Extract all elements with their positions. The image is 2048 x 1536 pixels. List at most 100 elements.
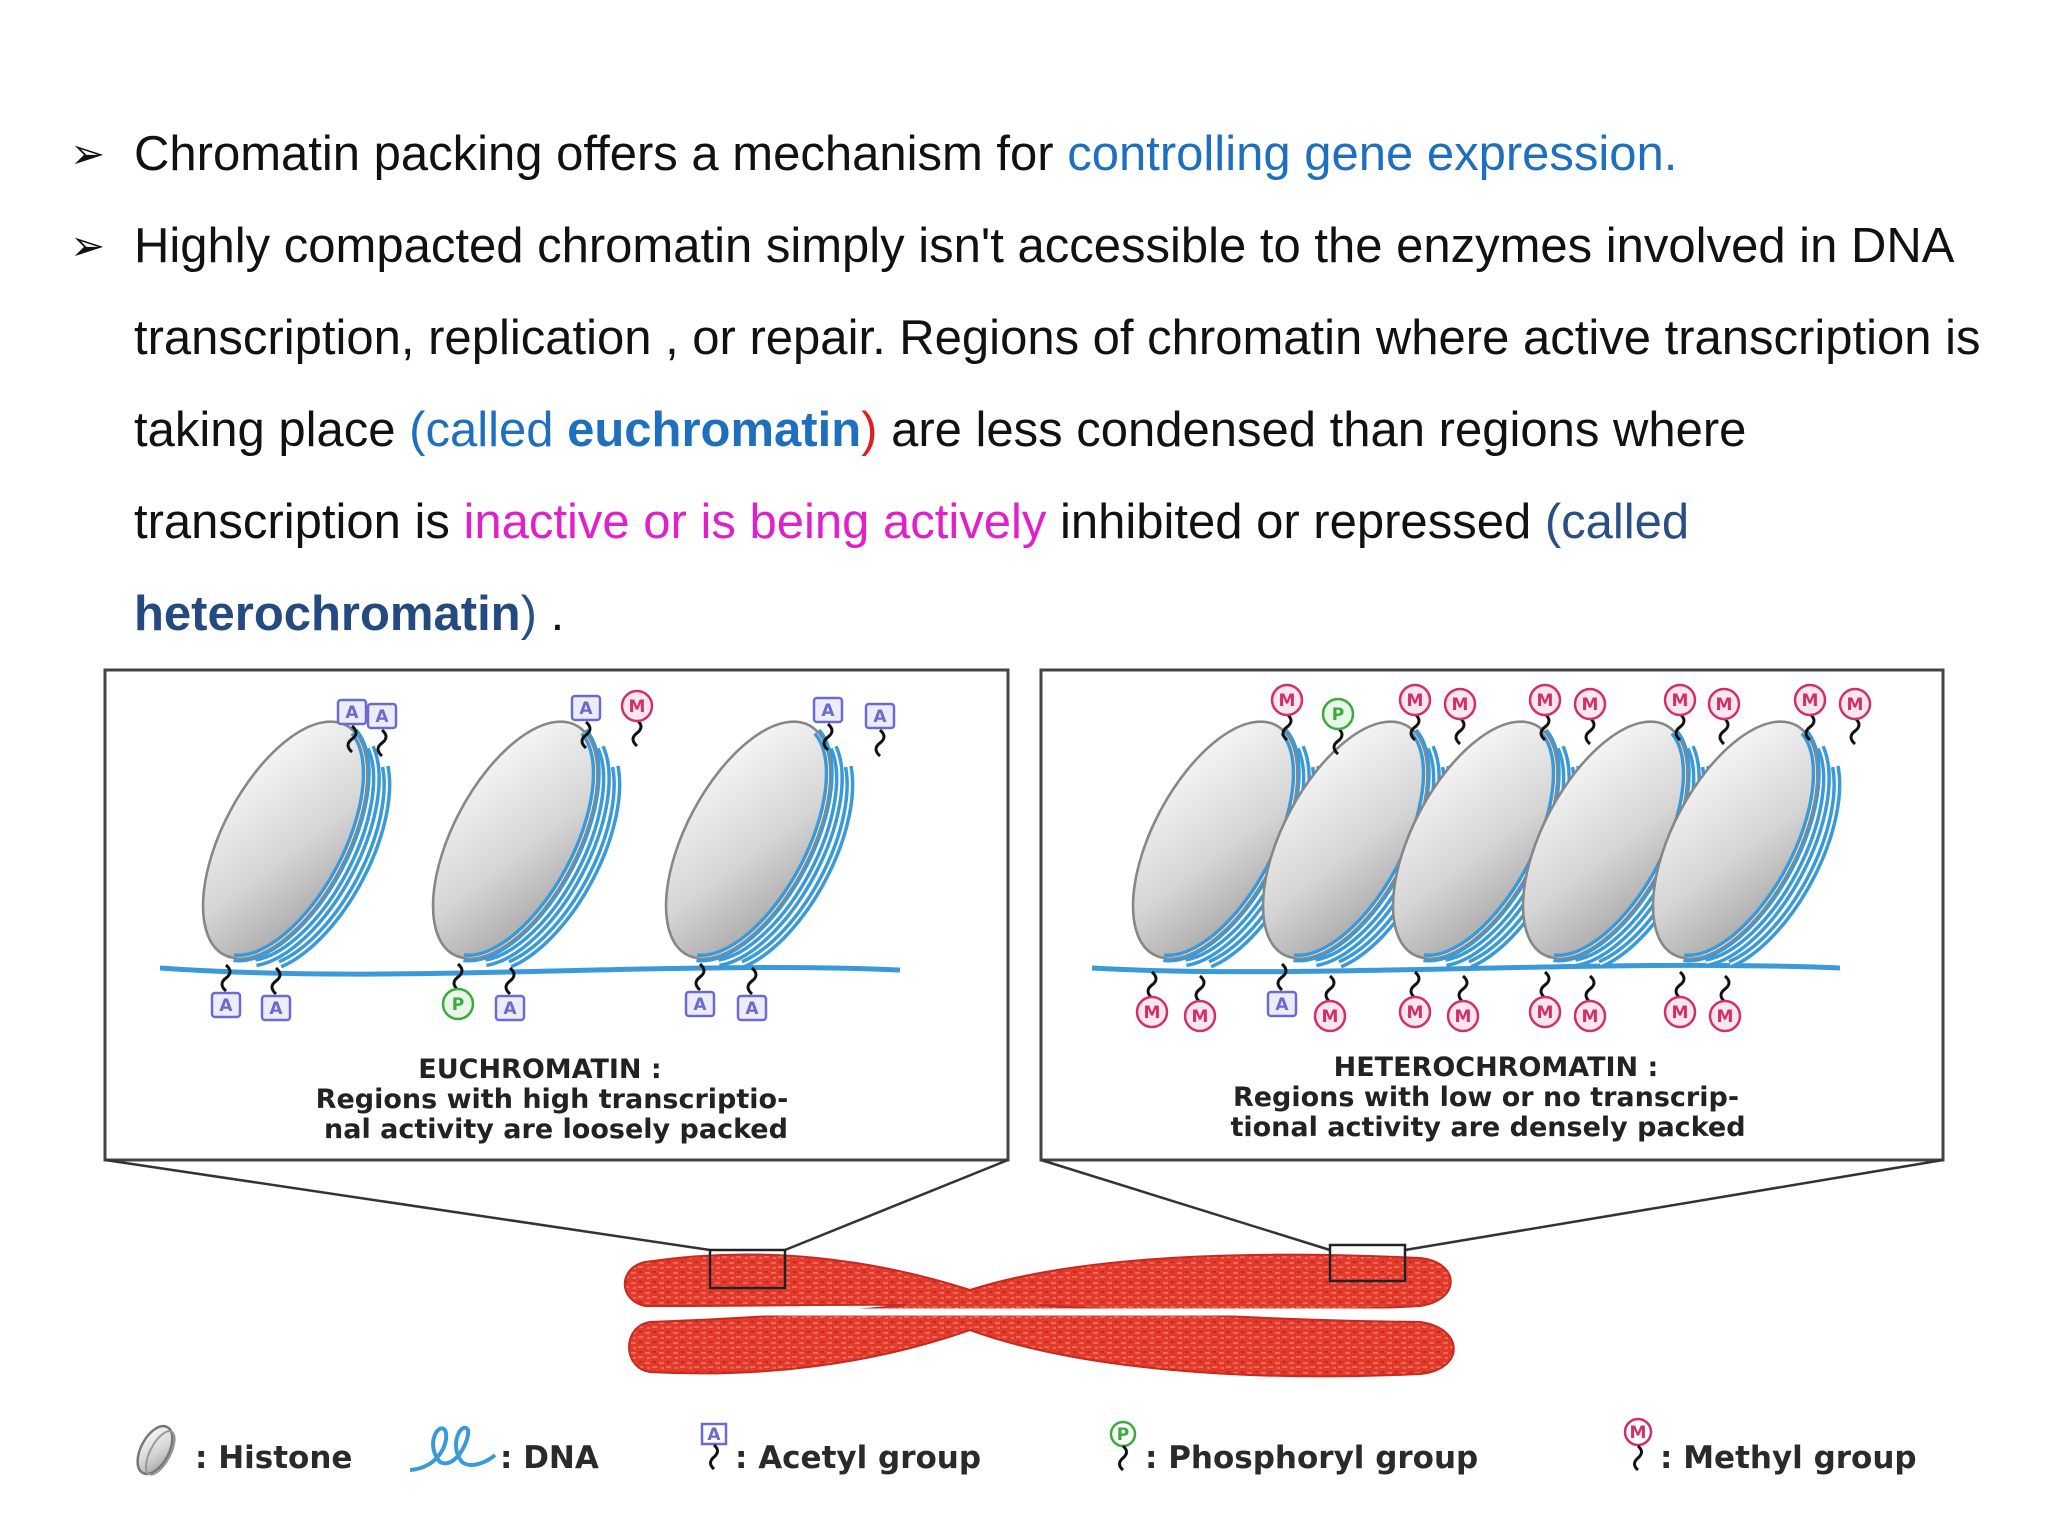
acetyl-tag: A bbox=[260, 966, 292, 1022]
heterochromatin-term: heterochromatin bbox=[134, 587, 521, 641]
bullet-2-text-1: Highly compacted chromatin simply isn't … bbox=[134, 219, 1981, 457]
zoom-lines-right bbox=[1040, 1158, 1944, 1252]
methyl-tag: M bbox=[1528, 683, 1562, 742]
inactive-highlight: inactive or is being actively bbox=[463, 495, 1047, 549]
legend-histone: : Histone bbox=[195, 1440, 352, 1476]
svg-text:A: A bbox=[821, 701, 835, 721]
methyl-tag: M bbox=[1663, 683, 1697, 742]
called-label-1: called bbox=[425, 403, 568, 457]
methyl-tag: M bbox=[1793, 683, 1827, 742]
svg-text:M: M bbox=[1847, 695, 1864, 715]
svg-text:A: A bbox=[503, 999, 517, 1019]
methyl-legend-icon: M bbox=[1623, 1417, 1653, 1472]
bullet-1: ➢ Chromatin packing offers a mechanism fo… bbox=[70, 108, 2030, 200]
acetyl-tag: A bbox=[812, 696, 844, 752]
svg-text:M: M bbox=[1630, 1423, 1647, 1443]
acetyl-tag: A bbox=[366, 702, 398, 758]
phosphoryl-legend-icon: P bbox=[1109, 1420, 1137, 1472]
svg-text:A: A bbox=[873, 707, 887, 727]
paren-close-2: ) bbox=[520, 587, 537, 641]
heterochromatin-desc-1: Regions with low or no transcrip- bbox=[1233, 1082, 1739, 1113]
bullet-2-text-4: . bbox=[536, 587, 565, 641]
legend-dna: : DNA bbox=[500, 1440, 599, 1476]
svg-text:M: M bbox=[1144, 1003, 1161, 1023]
paren-open: ( bbox=[409, 403, 426, 457]
svg-text:M: M bbox=[1322, 1007, 1339, 1027]
legend-methyl: : Methyl group bbox=[1660, 1440, 1917, 1476]
bullet-2-text-2: are less condensed than regions where tr… bbox=[134, 403, 1747, 549]
euchromatin-desc-2: nal activity are loosely packed bbox=[324, 1114, 788, 1145]
methyl-tag: M bbox=[1708, 974, 1742, 1033]
acetyl-tag: A bbox=[570, 694, 602, 750]
svg-text:A: A bbox=[1275, 995, 1289, 1015]
legend-phosphoryl: : Phosphoryl group bbox=[1145, 1440, 1478, 1476]
acetyl-legend-icon: A bbox=[700, 1422, 728, 1471]
svg-text:P: P bbox=[1117, 1425, 1129, 1445]
methyl-tag: M bbox=[1573, 974, 1607, 1033]
svg-text:A: A bbox=[693, 995, 707, 1015]
legend-acetyl: : Acetyl group bbox=[735, 1440, 981, 1476]
methyl-tag: M bbox=[1183, 974, 1217, 1033]
methyl-tag: M bbox=[1573, 687, 1607, 746]
svg-text:P: P bbox=[452, 995, 464, 1015]
svg-text:A: A bbox=[745, 999, 759, 1019]
dna-strand-left bbox=[159, 965, 901, 977]
svg-text:M: M bbox=[1802, 691, 1819, 711]
methyl-tag: M bbox=[1663, 970, 1697, 1029]
bullet-1-text: Chromatin packing offers a mechanism for bbox=[134, 127, 1068, 181]
methyl-tag: M bbox=[1707, 687, 1741, 746]
methyl-tag: M bbox=[1270, 683, 1304, 742]
euchromatin-desc-1: Regions with high transcriptio- bbox=[316, 1084, 789, 1115]
heterochromatin-title: HETEROCHROMATIN : bbox=[1334, 1052, 1659, 1083]
methyl-tag: M bbox=[1446, 974, 1480, 1033]
svg-text:M: M bbox=[629, 697, 646, 717]
zoom-box-left bbox=[708, 1248, 787, 1290]
methyl-tag: M bbox=[1443, 687, 1477, 746]
svg-text:M: M bbox=[1716, 695, 1733, 715]
svg-text:M: M bbox=[1192, 1007, 1209, 1027]
methyl-tag: M bbox=[1528, 970, 1562, 1029]
methyl-tag: M bbox=[620, 689, 654, 748]
phosphoryl-tag: P bbox=[441, 962, 475, 1021]
svg-text:M: M bbox=[1455, 1007, 1472, 1027]
euchromatin-title: EUCHROMATIN : bbox=[418, 1054, 661, 1085]
phosphoryl-tag: P bbox=[1321, 697, 1355, 756]
paren-close: ) bbox=[861, 403, 878, 457]
bullet-1-highlight: controlling gene expression. bbox=[1067, 127, 1678, 181]
svg-text:M: M bbox=[1582, 1007, 1599, 1027]
arrow-bullet-icon: ➢ bbox=[70, 222, 106, 269]
svg-text:M: M bbox=[1672, 691, 1689, 711]
acetyl-tag: A bbox=[736, 966, 768, 1022]
zoom-lines-left bbox=[104, 1158, 1009, 1252]
paren-open-2: ( bbox=[1544, 495, 1562, 549]
svg-text:M: M bbox=[1537, 691, 1554, 711]
zoom-box-right bbox=[1328, 1243, 1407, 1283]
methyl-tag: M bbox=[1838, 687, 1872, 746]
methyl-tag: M bbox=[1135, 970, 1169, 1029]
acetyl-tag: A bbox=[864, 702, 896, 758]
heterochromatin-desc-2: tional activity are densely packed bbox=[1230, 1112, 1745, 1143]
arrow-bullet-icon: ➢ bbox=[70, 130, 106, 177]
acetyl-tag: A bbox=[684, 962, 716, 1018]
methyl-tag: M bbox=[1313, 974, 1347, 1033]
called-label-2: called bbox=[1561, 495, 1690, 549]
acetyl-tag: A bbox=[494, 966, 526, 1022]
bullet-2: ➢ Highly compacted chromatin simply isn't… bbox=[70, 200, 1994, 660]
svg-text:A: A bbox=[219, 996, 233, 1016]
bullet-2-text-3: inhibited or repressed bbox=[1046, 495, 1545, 549]
histone-legend-icon bbox=[136, 1424, 176, 1476]
svg-text:M: M bbox=[1407, 1003, 1424, 1023]
acetyl-tag: A bbox=[336, 698, 368, 754]
svg-text:M: M bbox=[1582, 695, 1599, 715]
svg-text:M: M bbox=[1452, 695, 1469, 715]
svg-text:A: A bbox=[579, 699, 593, 719]
euchromatin-term: euchromatin bbox=[567, 403, 862, 457]
methyl-tag: M bbox=[1398, 683, 1432, 742]
svg-text:A: A bbox=[345, 703, 359, 723]
svg-text:A: A bbox=[375, 707, 389, 727]
bullet-list: ➢ Chromatin packing offers a mechanism fo… bbox=[70, 108, 2030, 660]
svg-text:M: M bbox=[1717, 1007, 1734, 1027]
svg-text:M: M bbox=[1407, 691, 1424, 711]
